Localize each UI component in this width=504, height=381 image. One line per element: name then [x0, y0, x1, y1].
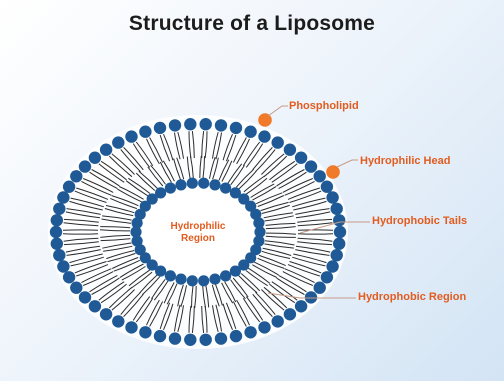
outer-lipid-head — [51, 214, 63, 226]
outer-lipid-head — [63, 271, 75, 283]
outer-lipid-head — [230, 122, 242, 134]
inner-lipid-head — [155, 187, 166, 198]
outer-lipid-head — [258, 321, 270, 333]
outer-lipid-head — [314, 282, 326, 294]
outer-lipid-head — [53, 249, 65, 261]
outer-lipid-head — [139, 326, 151, 338]
hydrophilic-head-leader — [337, 160, 358, 167]
outer-lipid-head — [333, 238, 345, 250]
outer-lipid-head — [63, 181, 75, 193]
outer-lipid-head — [200, 118, 212, 130]
outer-lipid-head — [125, 321, 137, 333]
outer-lipid-head — [70, 170, 82, 182]
inner-lipid-head — [230, 266, 241, 277]
inner-lipid-head — [187, 178, 198, 189]
outer-lipid-head — [272, 136, 284, 148]
outer-lipid-head — [89, 300, 101, 312]
inner-lipid-head — [175, 274, 186, 285]
outer-lipid-head — [200, 334, 212, 346]
hydrophobic-region-label: Hydrophobic Region — [358, 291, 466, 303]
outer-lipid-head — [331, 203, 343, 215]
outer-lipid-head — [154, 122, 166, 134]
outer-lipid-head — [139, 126, 151, 138]
inner-lipid-head — [187, 275, 198, 286]
phospholipid-label: Phospholipid — [289, 100, 359, 112]
outer-lipid-head — [314, 170, 326, 182]
inner-lipid-head — [220, 270, 231, 281]
diagram-title: Structure of a Liposome — [0, 12, 504, 36]
outer-lipid-head — [53, 203, 65, 215]
hydrophilic-region-label-line-1: Hydrophilic — [160, 221, 236, 233]
outer-lipid-head — [89, 152, 101, 164]
inner-lipid-head — [165, 183, 176, 194]
outer-lipid-head — [215, 332, 227, 344]
outer-lipid-head — [112, 136, 124, 148]
outer-lipid-head — [230, 330, 242, 342]
inner-lipid-head — [220, 183, 231, 194]
outer-lipid-head — [321, 181, 333, 193]
outer-lipid-head — [100, 308, 112, 320]
inner-lipid-head — [209, 179, 220, 190]
inner-lipid-head — [198, 275, 209, 286]
outer-lipid-head — [326, 191, 338, 203]
phospholipid-leader — [268, 106, 288, 116]
inner-lipid-head — [175, 179, 186, 190]
inner-lipid-head — [165, 270, 176, 281]
outer-lipid-head — [321, 271, 333, 283]
outer-lipid-head — [244, 126, 256, 138]
hydrophilic-head-label: Hydrophilic Head — [360, 155, 450, 167]
outer-lipid-head — [305, 160, 317, 172]
outer-lipid-head — [112, 315, 124, 327]
outer-lipid-head — [258, 130, 270, 142]
hydrophobic-tails-label: Hydrophobic Tails — [372, 215, 467, 227]
outer-lipid-head — [70, 282, 82, 294]
outer-lipid-head — [184, 334, 196, 346]
outer-lipid-head — [169, 332, 181, 344]
outer-lipid-head — [79, 160, 91, 172]
outer-lipid-head — [169, 119, 181, 131]
outer-lipid-head — [184, 118, 196, 130]
hydrophilic-region-label: Hydrophilic Region — [160, 221, 236, 245]
outer-lipid-head — [284, 308, 296, 320]
outer-lipid-head — [295, 152, 307, 164]
outer-lipid-head — [244, 326, 256, 338]
hydrophilic-region-label-line-2: Region — [160, 233, 236, 245]
inner-lipid-head — [253, 217, 264, 228]
outer-lipid-head — [326, 260, 338, 272]
outer-lipid-head — [57, 260, 69, 272]
outer-lipid-head — [51, 238, 63, 250]
highlighted-hydrophilic-head — [326, 165, 340, 179]
outer-lipid-head — [331, 249, 343, 261]
outer-lipid-head — [295, 300, 307, 312]
outer-lipid-head — [50, 226, 62, 238]
outer-lipid-head — [100, 144, 112, 156]
inner-lipid-head — [209, 274, 220, 285]
outer-lipid-head — [272, 315, 284, 327]
outer-lipid-head — [305, 291, 317, 303]
outer-lipid-head — [334, 226, 346, 238]
outer-lipid-head — [154, 330, 166, 342]
outer-lipid-head — [125, 130, 137, 142]
outer-lipid-head — [57, 191, 69, 203]
outer-lipid-head — [215, 119, 227, 131]
outer-lipid-head — [284, 144, 296, 156]
outer-lipid-head — [79, 291, 91, 303]
outer-lipid-head — [333, 214, 345, 226]
inner-lipid-head — [198, 178, 209, 189]
